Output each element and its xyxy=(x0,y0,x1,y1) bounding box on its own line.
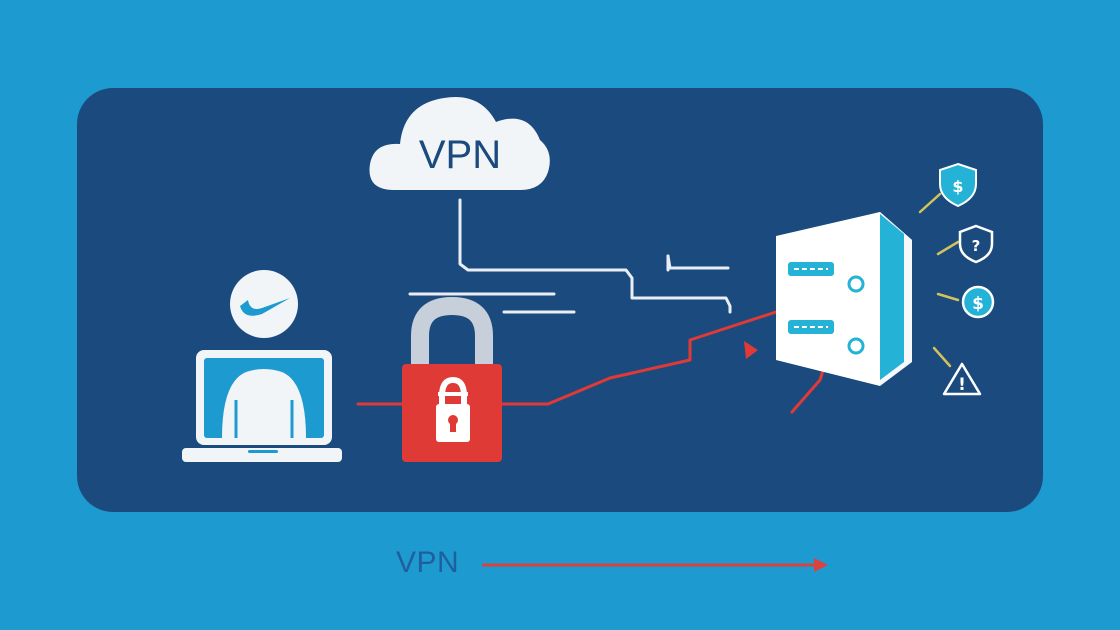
cloud-label: VPN xyxy=(419,133,501,177)
warning-icon: ! xyxy=(942,362,982,396)
padlock-icon xyxy=(402,296,502,462)
server-icon xyxy=(776,212,912,386)
threat-connectors xyxy=(918,192,960,368)
svg-text:?: ? xyxy=(972,237,981,255)
avatar-head xyxy=(230,270,298,338)
network-lines xyxy=(408,198,732,314)
coin-dollar-icon: $ xyxy=(961,285,995,319)
laptop-user xyxy=(182,270,342,462)
arrow-head-server xyxy=(744,341,758,359)
svg-text:!: ! xyxy=(958,375,966,395)
svg-text:$: $ xyxy=(952,177,963,196)
shield-dollar-icon: $ xyxy=(939,162,977,208)
vpn-cloud: VPN xyxy=(369,97,550,190)
swoosh-icon xyxy=(240,298,290,316)
caption-label: VPN xyxy=(396,546,460,579)
svg-text:$: $ xyxy=(972,294,984,314)
shield-question-icon: ? xyxy=(958,224,994,264)
caption-arrow-head xyxy=(814,558,828,572)
